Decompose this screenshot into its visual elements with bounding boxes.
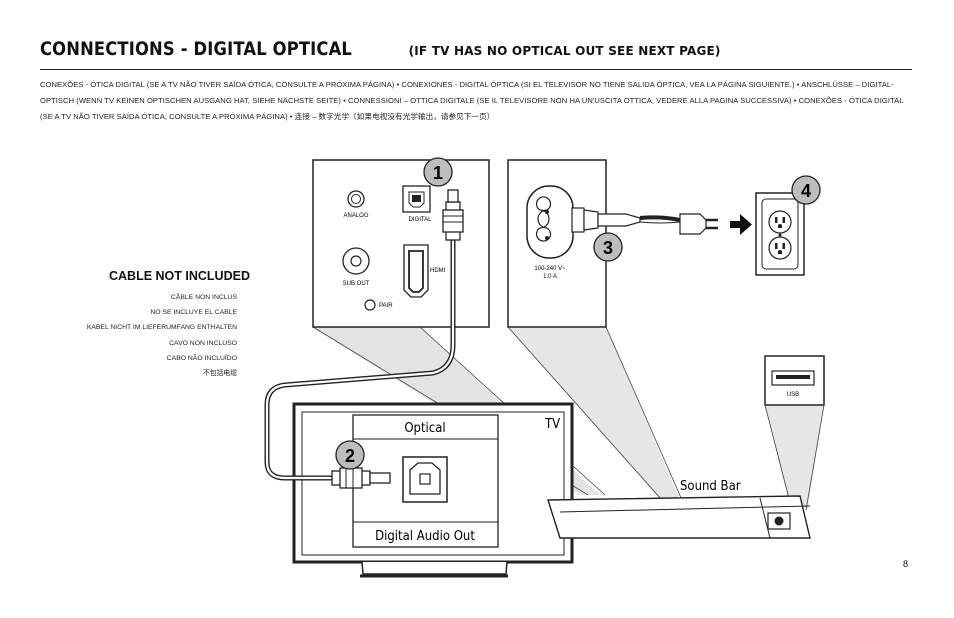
optical-cable <box>264 189 464 489</box>
usb-panel: USB <box>764 355 825 406</box>
tv-optical-port-icon <box>402 456 448 503</box>
svg-text:1: 1 <box>433 163 443 183</box>
analog-label: ANALOG <box>343 213 368 219</box>
cable-note-title: CABLE NOT INCLUDED <box>109 269 250 283</box>
soundbar-label: Sound Bar <box>680 479 741 494</box>
power-rating-line1: 100-240 V~ <box>534 266 566 272</box>
cable-note-line: CÂBLE NON INCLUS <box>170 294 237 301</box>
title-rule <box>40 69 912 70</box>
sub-out-jack-icon <box>342 247 370 275</box>
svg-text:2: 2 <box>345 446 355 466</box>
translations-text: CONEXÕES - ÓTICA DIGITAL (SE A TV NÃO TI… <box>40 80 904 121</box>
pair-button-icon <box>364 299 376 311</box>
title-note: (IF TV HAS NO OPTICAL OUT SEE NEXT PAGE) <box>408 44 721 58</box>
soundbar-illustration: Sound Bar <box>547 479 811 539</box>
sub-out-label: SUB OUT <box>343 281 370 287</box>
step-badge-3: 3 <box>593 232 623 262</box>
tv-digital-out-label: Digital Audio Out <box>375 529 475 544</box>
power-cable <box>571 207 718 235</box>
title-main: CONNECTIONS - DIGITAL OPTICAL <box>40 38 353 60</box>
cable-note-list: CÂBLE NON INCLUS NO SE INCLUYE EL CABLE … <box>87 290 237 381</box>
tv-optical-label: Optical <box>404 421 445 436</box>
power-panel: 100-240 V~ 1.0 A <box>507 159 607 328</box>
step-badge-4: 4 <box>791 175 821 205</box>
page-number: 8 <box>903 559 909 569</box>
cable-note-line: 不包括电缆 <box>203 370 237 378</box>
hdmi-port-icon <box>403 244 429 298</box>
power-inlet-icon <box>526 185 574 259</box>
usb-label: USB <box>787 392 799 398</box>
hdmi-label: HDMI <box>430 268 446 274</box>
analog-jack-icon <box>347 190 365 208</box>
soundbar-connector-panel: ANALOG DIGITAL SUB OUT HDMI PAIR <box>312 159 490 328</box>
digital-label: DIGITAL <box>409 217 433 223</box>
svg-text:4: 4 <box>801 181 811 201</box>
tv-label: TV <box>544 417 560 432</box>
optical-port-icon <box>402 185 431 213</box>
arrow-right-icon <box>730 214 752 235</box>
cable-note-line: NO SE INCLUYE EL CABLE <box>150 309 237 317</box>
pair-label: PAIR <box>379 303 393 309</box>
cable-note-line: CAVO NON INCLUSO <box>169 339 237 347</box>
wall-outlet-icon <box>755 192 805 276</box>
power-rating-line2: 1.0 A <box>543 274 557 280</box>
step-badge-2: 2 <box>335 440 365 470</box>
cable-note-line: CABO NÃO INCLUÍDO <box>166 354 237 362</box>
svg-text:3: 3 <box>603 238 613 258</box>
page-title: CONNECTIONS - DIGITAL OPTICAL (IF TV HAS… <box>40 38 721 60</box>
cable-note-line: KABEL NICHT IM LIEFERUMFANG ENTHALTEN <box>86 324 237 332</box>
step-badge-1: 1 <box>423 157 453 187</box>
tv-illustration: TV Optical Digital Audio Out <box>292 402 574 578</box>
